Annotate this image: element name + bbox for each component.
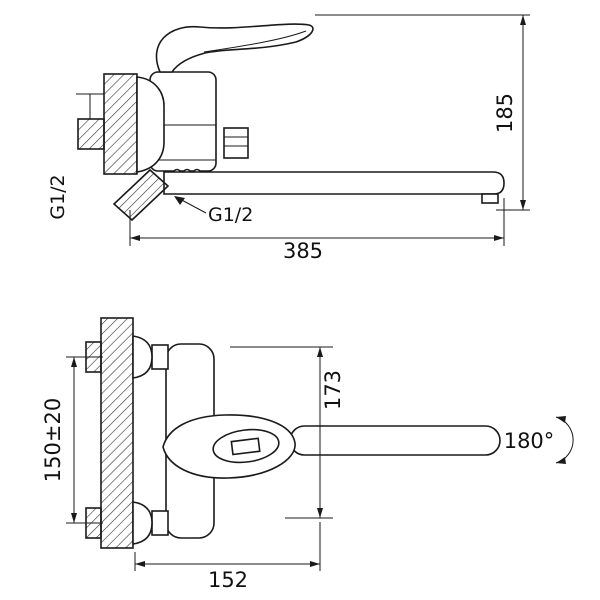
dim-label-385: 385 [283,239,323,263]
handle-lever [155,23,314,73]
union-nut-bottom [151,510,169,536]
handle-insert [230,437,261,456]
dimension-173: 173 [230,346,345,519]
dim-label-185: 185 [493,93,517,133]
thread-label-shower-text: G1/2 [47,174,69,219]
connector-block [223,127,249,159]
thread-label-spout: G1/2 [174,196,253,226]
wall-plate-front [100,317,134,549]
escutcheon [136,76,165,173]
dimension-150-20: 150±20 [41,356,103,524]
swivel-arc [555,416,574,464]
shower-outlet [112,168,170,222]
swivel-angle-label: 180° [504,429,555,453]
spout-front [289,425,501,456]
escutcheon-bottom [132,501,153,545]
wall-plate [103,73,138,175]
aerator-tip [481,193,499,204]
supply-pipe [77,118,105,150]
union-nut-top [151,344,169,370]
spout [163,171,505,195]
thread-label-shower: G1/2 [47,174,69,219]
front-view: 173 150±20 152 180° [41,317,574,592]
side-view: 185 385 G1/2 G1/2 [47,14,530,263]
dim-label-150-20: 150±20 [41,398,65,482]
swivel-angle: 180° [504,416,574,464]
dimension-185: 185 [315,14,530,211]
handle-edge-line [203,30,307,53]
escutcheon-top [132,335,153,379]
dim-label-173: 173 [321,370,345,410]
dim-label-152: 152 [208,568,248,592]
thread-label-spout-text: G1/2 [208,204,253,226]
dimension-152: 152 [134,522,321,592]
dimension-385: 385 [129,198,505,263]
